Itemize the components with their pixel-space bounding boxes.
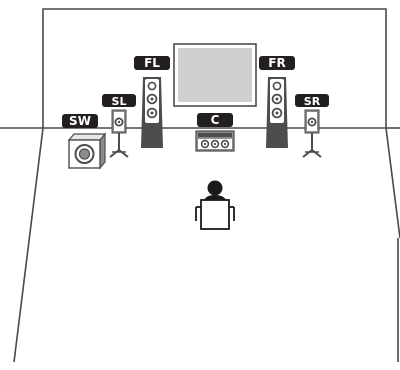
tower-speaker-icon	[266, 77, 288, 148]
right-floor-line	[386, 128, 400, 238]
label-fr: FR	[268, 56, 285, 70]
center-speaker-icon	[196, 131, 234, 151]
speaker-sr: SR	[295, 94, 329, 157]
label-c: C	[211, 113, 220, 127]
speaker-c: C	[196, 113, 234, 151]
subwoofer-icon	[69, 134, 105, 168]
label-sl: SL	[112, 95, 127, 108]
speaker-sw: SW	[62, 114, 105, 168]
label-fl: FL	[144, 56, 160, 70]
left-floor-line	[14, 128, 43, 362]
listener-icon	[196, 181, 234, 230]
label-sw: SW	[69, 114, 91, 128]
speaker-fr: FR	[259, 56, 295, 148]
stand-speaker-icon	[303, 110, 321, 157]
tv-icon	[174, 44, 256, 106]
label-sr: SR	[304, 95, 321, 108]
speaker-fl: FL	[134, 56, 170, 148]
speaker-sl: SL	[102, 94, 136, 157]
tower-speaker-icon	[141, 77, 163, 148]
stand-speaker-icon	[110, 110, 128, 157]
